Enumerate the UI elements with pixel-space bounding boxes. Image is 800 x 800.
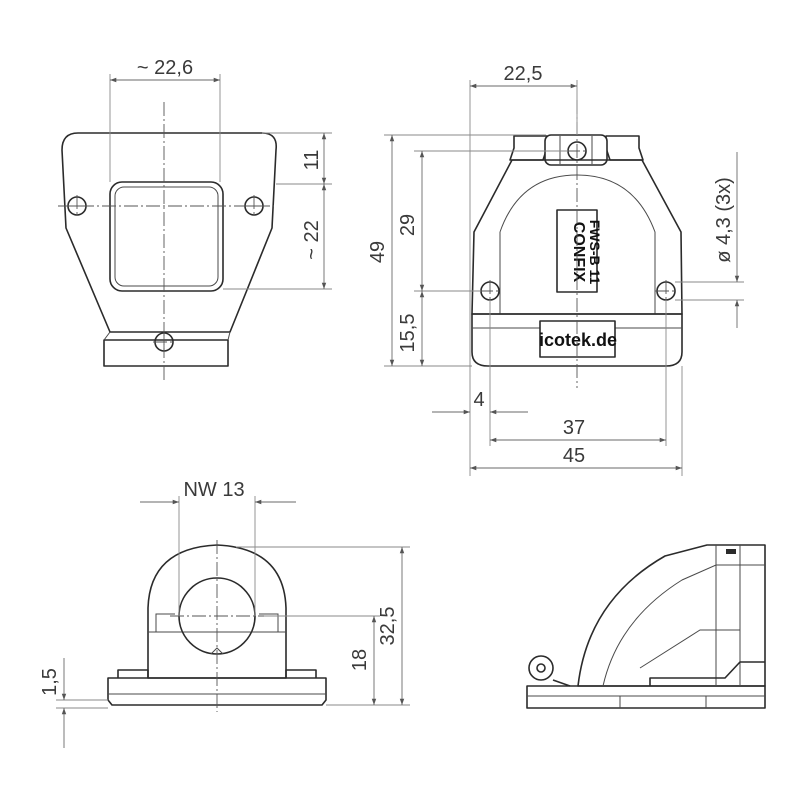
flange-outline bbox=[61, 132, 278, 333]
square-opening-outer bbox=[109, 181, 224, 292]
dim-base-thickness: 1,5 bbox=[39, 668, 61, 696]
brand-label-plate bbox=[539, 320, 616, 358]
profile-hinge bbox=[528, 655, 554, 681]
square-opening-inner bbox=[114, 186, 219, 287]
dim-axis-height: 18 bbox=[349, 649, 371, 671]
profile-base bbox=[526, 685, 766, 709]
lug-left bbox=[509, 135, 548, 161]
brand-label: icotek.de bbox=[539, 330, 617, 350]
view-front-opening: ~ 22,6 11 ~ 22 bbox=[58, 57, 332, 380]
lug-right bbox=[605, 135, 644, 161]
profile-shell bbox=[577, 544, 766, 687]
dim-nominal-width: NW 13 bbox=[183, 479, 244, 501]
model-label-line1: CONFIX bbox=[570, 222, 587, 283]
dim-total-width: 45 bbox=[563, 445, 585, 467]
dim-total-height: 49 bbox=[367, 241, 389, 263]
dim-hole-spacing-horizontal: 37 bbox=[563, 417, 585, 439]
model-label-line2: FWS-B 11 bbox=[587, 220, 603, 285]
view-side-bore: NW 13 32,5 18 1,5 bbox=[39, 479, 410, 748]
view-front-housing: CONFIX FWS-B 11 icotek.de 22,5 49 29 15,… bbox=[367, 63, 744, 476]
dim-total-height: 32,5 bbox=[377, 607, 399, 646]
view-side-profile bbox=[526, 544, 766, 709]
dim-hole-spacing-vertical: 29 bbox=[397, 214, 419, 236]
flange-base bbox=[103, 339, 229, 367]
dim-hole-to-base: 15,5 bbox=[397, 314, 419, 353]
dim-edge-offset: 4 bbox=[473, 389, 484, 411]
dim-height-opening: ~ 22 bbox=[301, 220, 323, 259]
profile-mark bbox=[726, 549, 736, 554]
dim-hole-diameter: ø 4,3 (3x) bbox=[713, 177, 735, 263]
dim-half-width: 22,5 bbox=[504, 63, 543, 85]
dim-width-opening: ~ 22,6 bbox=[137, 57, 193, 79]
dim-height-top: 11 bbox=[301, 150, 323, 171]
